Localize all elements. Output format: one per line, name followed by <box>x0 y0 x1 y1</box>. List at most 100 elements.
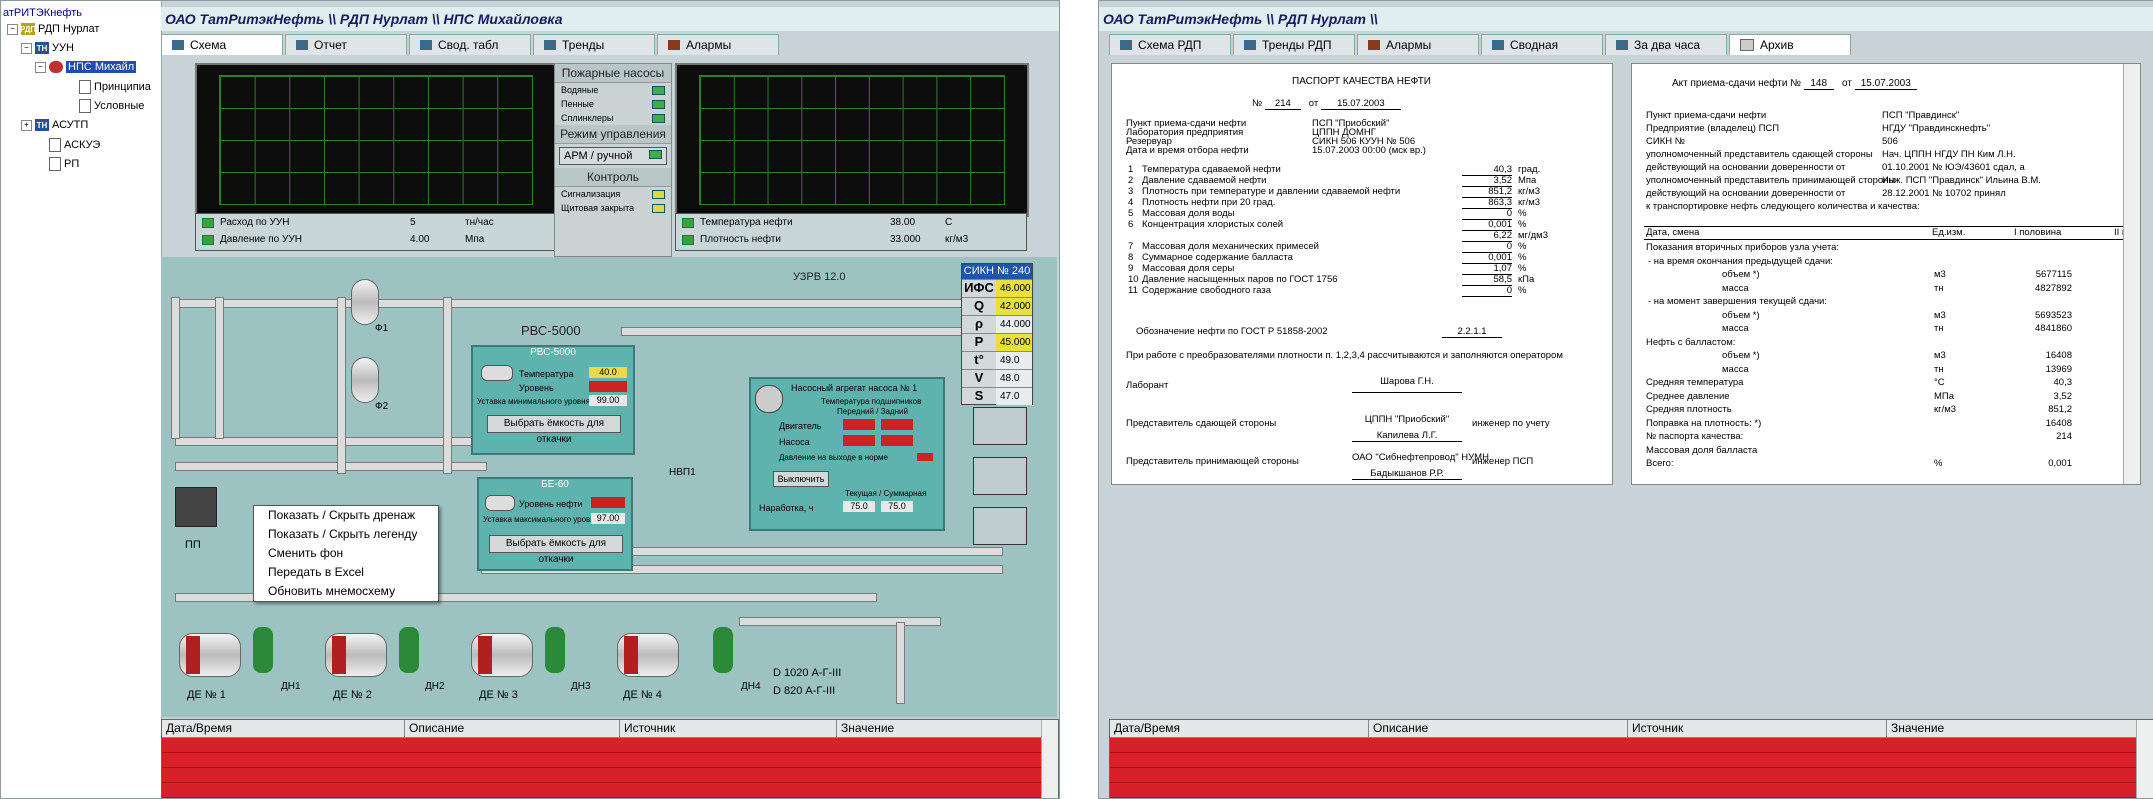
menu-item-change-background[interactable]: Сменить фон <box>268 546 344 560</box>
signature-role: Представитель сдающей стороны <box>1126 418 1277 429</box>
tree-item-asutp[interactable]: + ТН АСУТП <box>21 119 88 131</box>
alarm-row[interactable] <box>162 753 1058 768</box>
menu-item-refresh-scheme[interactable]: Обновить мнемосхему <box>268 584 396 598</box>
turn-off-button[interactable]: Выключить <box>773 471 829 487</box>
alarm-row[interactable] <box>162 783 1058 798</box>
menu-item-export-excel[interactable]: Передать в Excel <box>268 565 364 579</box>
filter-f1[interactable] <box>351 279 379 325</box>
tree-item-rp[interactable]: РП <box>49 157 79 171</box>
param-label: Концентрация хлористых солей <box>1142 219 1284 230</box>
mode-toggle-button[interactable]: АРМ / ручной <box>559 147 667 165</box>
trend-chart-left[interactable] <box>195 63 557 217</box>
select-tank-button[interactable]: Выбрать ёмкость для откачки <box>489 535 623 565</box>
menu-item-toggle-legend[interactable]: Показать / Скрыть легенду <box>268 527 418 541</box>
column-header[interactable]: Описание <box>1369 720 1628 737</box>
column-header[interactable]: Источник <box>1628 720 1887 737</box>
signature-org: Шарова Г.Н. <box>1380 376 1434 387</box>
tab-label: Сводная <box>1510 38 1559 52</box>
tank-level <box>478 636 492 674</box>
menu-item-toggle-drain[interactable]: Показать / Скрыть дренаж <box>268 508 415 522</box>
param-unit: кг/м3 <box>1518 197 1541 208</box>
pipe <box>443 297 452 474</box>
tab-rdp-scheme[interactable]: Схема РДП <box>1109 34 1231 55</box>
pump-dn3[interactable] <box>545 627 565 673</box>
tab-alarms[interactable]: Алармы <box>1357 34 1479 55</box>
tank-de3[interactable] <box>471 633 533 677</box>
pump-dn1[interactable] <box>253 627 273 673</box>
rvs-popup[interactable]: РВС-5000 Температура 40.0 Уровень Уставк… <box>471 345 635 455</box>
tab-label: Схема <box>190 38 227 52</box>
popup-title: Насосный агрегат насоса № 1 <box>791 383 918 393</box>
process-scheme[interactable]: Ф1 Ф2 РВС-5000 УЗРВ 12.0 НВП1 ПП ДЕ № 1 … <box>161 257 1057 717</box>
tank-de4[interactable] <box>617 633 679 677</box>
tab-rdp-trends[interactable]: Тренды РДП <box>1233 34 1355 55</box>
pump-group-icon[interactable] <box>973 507 1027 545</box>
param-value-alarm <box>843 435 875 446</box>
pump-group-icon[interactable] <box>973 407 1027 445</box>
alarm-row[interactable] <box>1110 768 2153 783</box>
table-row-label: Нефть с балластом: <box>1646 336 1736 348</box>
signature-role: Представитель принимающей стороны <box>1126 456 1299 467</box>
act-row-label: уполномоченный представитель сдающей сто… <box>1646 149 1873 160</box>
tab-archive[interactable]: Архив <box>1729 34 1851 55</box>
be-popup[interactable]: БЕ-60 Уровень нефти Уставка максимальног… <box>477 477 633 571</box>
tank-de1[interactable] <box>179 633 241 677</box>
fan-icon[interactable] <box>175 487 217 527</box>
signature-position: инженер ПСП <box>1472 456 1534 467</box>
tree-item-uun[interactable]: − ТН УУН <box>21 42 74 54</box>
tree-item-principal[interactable]: Принципиа <box>79 80 151 94</box>
tab-label: Алармы <box>686 38 732 52</box>
filter-f2[interactable] <box>351 357 379 403</box>
tree-item-conditional[interactable]: Условные <box>79 99 144 113</box>
alarm-row[interactable] <box>1110 783 2153 798</box>
param-unit: % <box>1518 219 1527 230</box>
select-tank-button[interactable]: Выбрать ёмкость для откачки <box>487 415 621 445</box>
alarm-row[interactable] <box>162 768 1058 783</box>
trend-chart-right[interactable] <box>675 63 1029 217</box>
pump-dn2[interactable] <box>399 627 419 673</box>
tab-summary[interactable]: Сводная <box>1481 34 1603 55</box>
pump-group-icon[interactable] <box>973 457 1027 495</box>
alarm-scrollbar[interactable] <box>1041 720 1058 798</box>
tab-scheme[interactable]: Схема <box>161 34 283 55</box>
column-header[interactable]: Источник <box>620 720 837 737</box>
alarm-scrollbar[interactable] <box>2136 720 2153 798</box>
param-label: Плотность при температуре и давлении сда… <box>1142 186 1401 197</box>
tatritek-icon: ТН <box>35 42 49 54</box>
tree-item-askue[interactable]: АСКУЭ <box>49 138 100 152</box>
collapse-icon[interactable]: − <box>35 61 46 73</box>
collapse-icon[interactable]: − <box>21 42 32 54</box>
tab-summary-table[interactable]: Свод. табл <box>409 34 531 55</box>
signature-name: Бадыкшанов Р.Р. <box>1352 468 1462 480</box>
tab-trends[interactable]: Тренды <box>533 34 655 55</box>
alarm-row[interactable] <box>162 738 1058 753</box>
legend-label: Давление по УУН <box>220 234 302 245</box>
tank-de2[interactable] <box>325 633 387 677</box>
pump-dn4[interactable] <box>713 627 733 673</box>
tab-two-hours[interactable]: За два часа <box>1605 34 1727 55</box>
tab-alarms[interactable]: Алармы <box>657 34 779 55</box>
act-scrollbar[interactable] <box>2123 64 2140 484</box>
expand-icon[interactable]: + <box>21 119 32 131</box>
param-value: 97.00 <box>591 513 625 524</box>
column-header[interactable]: Значение <box>841 721 895 735</box>
column-header[interactable]: Описание <box>405 720 620 737</box>
tree-item-rdp[interactable]: − РДП РДП Нурлат <box>7 23 99 35</box>
collapse-icon[interactable]: − <box>7 23 18 35</box>
column-header[interactable]: Дата/Время <box>162 720 405 737</box>
navigation-tree: атРИТЭКнефть − РДП РДП Нурлат − ТН УУН −… <box>1 1 162 798</box>
tab-report[interactable]: Отчет <box>285 34 407 55</box>
column-header[interactable]: Дата/Время <box>1110 720 1369 737</box>
param-value: 58,5 <box>1462 274 1512 286</box>
popup-title: БЕ-60 <box>541 479 569 490</box>
document-icon <box>79 80 91 94</box>
pump-popup[interactable]: Насосный агрегат насоса № 1 Температура … <box>749 377 945 531</box>
tab-label: Тренды РДП <box>1262 38 1332 52</box>
alarm-row[interactable] <box>1110 738 2153 753</box>
param-value: 1,07 <box>1462 263 1512 275</box>
alarm-row[interactable] <box>1110 753 2153 768</box>
tree-item-nps[interactable]: − НПС Михайл <box>35 61 137 73</box>
column-header[interactable]: Значение <box>1891 721 1945 735</box>
